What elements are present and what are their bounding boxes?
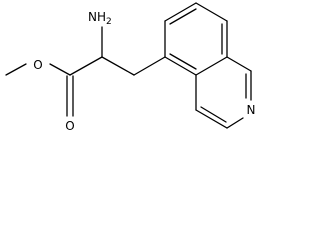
molecule-structure: O O NH2 N	[5, 2, 256, 133]
ether-oxygen-label: O	[33, 58, 42, 72]
bond-carbonyl-alpha	[69, 56, 103, 76]
bond-ring-c4a-c5-inner	[169, 53, 197, 70]
bond-alpha-methylene	[101, 56, 135, 76]
amine-label: NH2	[88, 10, 112, 27]
bond-ring-c6-c7-inner	[169, 8, 197, 25]
structure-canvas: O O NH2 N	[0, 0, 258, 147]
bond-ring-c7-c8	[195, 2, 228, 22]
ring-nitrogen-label: N	[247, 103, 256, 117]
bond-ring-c3-c4	[195, 109, 228, 129]
bond-ring-c3-c4-inner	[200, 106, 227, 123]
bond-ring-c8a-c1	[226, 56, 252, 72]
bond-ring-c8a-c4a	[195, 56, 228, 76]
bond-oxygen-carbonyl	[49, 63, 71, 76]
bond-methylene-ring	[133, 56, 166, 76]
bond-ring-c6-c7	[164, 2, 197, 22]
bond-ring-c4a-c5	[164, 56, 197, 76]
bond-methyl-oxygen	[5, 63, 27, 76]
bond-ring-n2-c3	[226, 117, 244, 129]
carbonyl-oxygen-label: O	[65, 119, 74, 133]
